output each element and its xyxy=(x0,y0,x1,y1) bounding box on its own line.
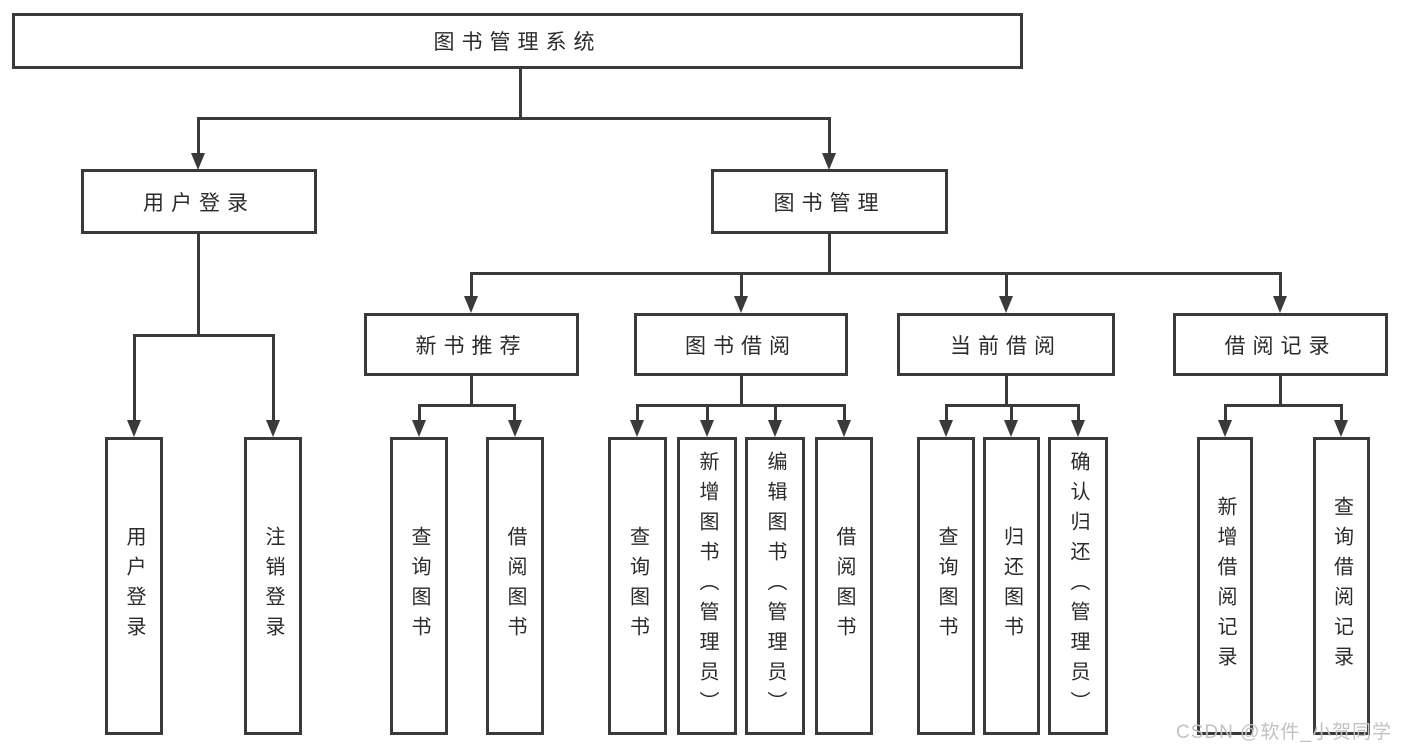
connector-borrow-vline xyxy=(740,374,743,406)
connector-leaf-stub xyxy=(774,404,777,422)
arrow-down-icon xyxy=(939,420,953,437)
connector-user-login-leaf-stub xyxy=(133,334,136,422)
node-book-management: 图书管理 xyxy=(711,169,948,234)
node-book-borrow: 图书借阅 xyxy=(634,313,848,376)
leaf-add-borrow-record: 新增借阅记录 xyxy=(1197,437,1253,735)
arrow-down-icon xyxy=(768,420,782,437)
leaf-query-borrow-record: 查询借阅记录 xyxy=(1313,437,1370,735)
arrow-down-icon xyxy=(464,296,478,313)
arrow-down-icon xyxy=(1071,420,1085,437)
watermark-text: CSDN @软件_小贺同学 xyxy=(1176,722,1392,743)
node-current-borrow: 当前借阅 xyxy=(897,313,1115,376)
arrow-down-icon xyxy=(127,420,141,437)
connector-recommend-rail xyxy=(418,404,516,407)
node-new-book-recommend: 新书推荐 xyxy=(364,313,579,376)
node-user-login: 用户登录 xyxy=(81,169,317,234)
connector-logout-leaf-stub xyxy=(272,334,275,422)
leaf-query-books-borrow: 查询图书 xyxy=(608,437,667,735)
connector-recommend-vline xyxy=(470,374,473,406)
connector-leaf-stub xyxy=(1340,404,1343,422)
connector-root-vline xyxy=(519,66,522,120)
arrow-down-icon xyxy=(822,153,836,170)
leaf-query-books-recommend: 查询图书 xyxy=(390,437,448,735)
connector-leaf-stub xyxy=(513,404,516,422)
arrow-down-icon xyxy=(191,153,205,170)
arrow-down-icon xyxy=(508,420,522,437)
connector-records-stub xyxy=(1279,272,1282,298)
connector-leaf-stub xyxy=(843,404,846,422)
connector-current-vline xyxy=(1005,374,1008,406)
arrow-down-icon xyxy=(734,296,748,313)
arrow-down-icon xyxy=(630,420,644,437)
arrow-down-icon xyxy=(1004,420,1018,437)
leaf-return-books: 归还图书 xyxy=(983,437,1040,735)
arrow-down-icon xyxy=(1334,420,1348,437)
arrow-down-icon xyxy=(1273,296,1287,313)
connector-leaf-stub xyxy=(636,404,639,422)
connector-recommend-stub xyxy=(470,272,473,298)
connector-leaf-stub xyxy=(1077,404,1080,422)
connector-user-branch-vline xyxy=(197,232,200,336)
leaf-borrow-books-recommend: 借阅图书 xyxy=(486,437,544,735)
connector-leaf-stub xyxy=(418,404,421,422)
connector-borrow-rail xyxy=(636,404,846,407)
connector-leaf-stub xyxy=(706,404,709,422)
arrow-down-icon xyxy=(1218,420,1232,437)
leaf-add-book-admin: 新增图书（管理员） xyxy=(677,437,737,735)
leaf-borrow-books: 借阅图书 xyxy=(815,437,873,735)
connector-borrow-stub xyxy=(740,272,743,298)
connector-leaf-stub xyxy=(1224,404,1227,422)
connector-user-branch-rail xyxy=(133,334,275,337)
connector-user-login-stub xyxy=(197,117,200,154)
arrow-down-icon xyxy=(837,420,851,437)
connector-records-rail xyxy=(1224,404,1343,407)
leaf-logout: 注销登录 xyxy=(244,437,302,735)
leaf-query-books-current: 查询图书 xyxy=(917,437,975,735)
connector-leaf-stub xyxy=(945,404,948,422)
connector-book-mgmt-stub xyxy=(828,117,831,154)
arrow-down-icon xyxy=(999,296,1013,313)
arrow-down-icon xyxy=(266,420,280,437)
node-borrow-records: 借阅记录 xyxy=(1173,313,1388,376)
leaf-edit-book-admin: 编辑图书（管理员） xyxy=(745,437,805,735)
connector-level2-rail xyxy=(197,117,831,120)
connector-records-vline xyxy=(1279,374,1282,406)
connector-current-stub xyxy=(1005,272,1008,298)
connector-book-mgmt-vline xyxy=(828,232,831,275)
connector-leaf-stub xyxy=(1010,404,1013,422)
leaf-user-login: 用户登录 xyxy=(105,437,163,735)
leaf-confirm-return-admin: 确认归还（管理员） xyxy=(1048,437,1108,735)
arrow-down-icon xyxy=(412,420,426,437)
connector-level3-rail xyxy=(470,272,1282,275)
arrow-down-icon xyxy=(700,420,714,437)
node-library-system: 图书管理系统 xyxy=(12,13,1023,69)
